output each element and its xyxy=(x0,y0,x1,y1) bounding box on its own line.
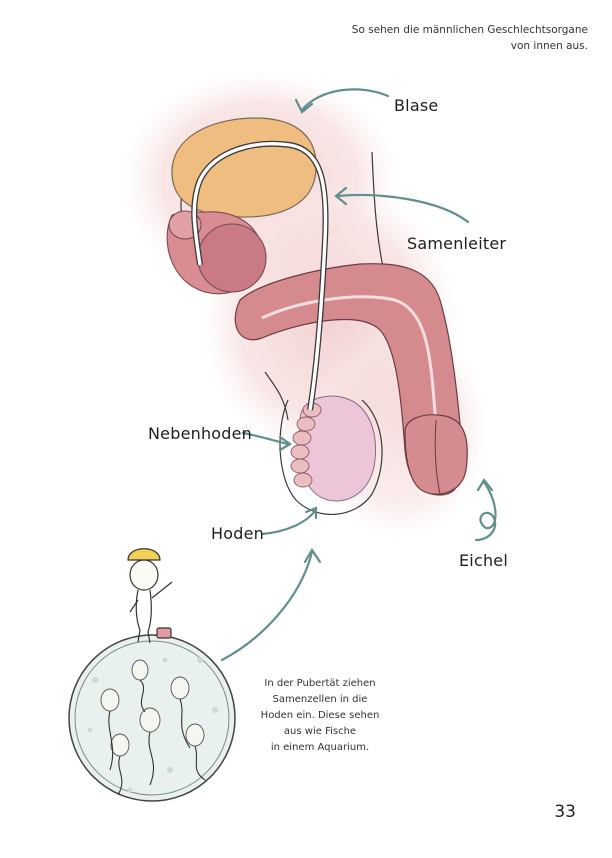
note-line3: Hoden ein. Diese sehen xyxy=(260,710,380,721)
label-hoden: Hoden xyxy=(211,524,264,543)
arrow-eichel xyxy=(474,480,497,542)
arrow-aquarium xyxy=(220,550,314,662)
note-line2: Samenzellen in die xyxy=(272,694,368,705)
header-caption: So sehen die männlichen Geschlechtsorgan… xyxy=(328,22,588,54)
aquarium-note: In der Pubertät ziehen Samenzellen in di… xyxy=(240,676,400,756)
arrow-hoden xyxy=(260,508,318,536)
arrow-nebenhoden xyxy=(241,431,290,446)
label-blase: Blase xyxy=(394,96,439,115)
arrow-blase xyxy=(300,88,390,112)
arrow-samenleiter xyxy=(336,193,470,224)
label-samenleiter: Samenleiter xyxy=(407,234,507,253)
label-nebenhoden: Nebenhoden xyxy=(148,424,253,443)
page-number: 33 xyxy=(554,802,576,822)
note-line5: in einem Aquarium. xyxy=(270,742,370,753)
sperm-aquarium xyxy=(68,634,236,802)
note-line1: In der Pubertät ziehen xyxy=(264,678,376,689)
header-caption-line1: So sehen die männlichen Geschlechtsorgan… xyxy=(351,24,588,36)
label-eichel: Eichel xyxy=(459,551,508,570)
note-line4: aus wie Fische xyxy=(283,726,357,737)
worker-figure xyxy=(127,548,173,644)
testis-shape xyxy=(299,395,377,502)
glands-shape xyxy=(166,210,267,295)
glans-shape xyxy=(404,414,468,495)
scrotum-outline xyxy=(279,399,383,515)
label-arrows xyxy=(220,88,497,662)
epididymis-shape xyxy=(290,402,322,488)
header-caption-line2: von innen aus. xyxy=(510,40,588,52)
